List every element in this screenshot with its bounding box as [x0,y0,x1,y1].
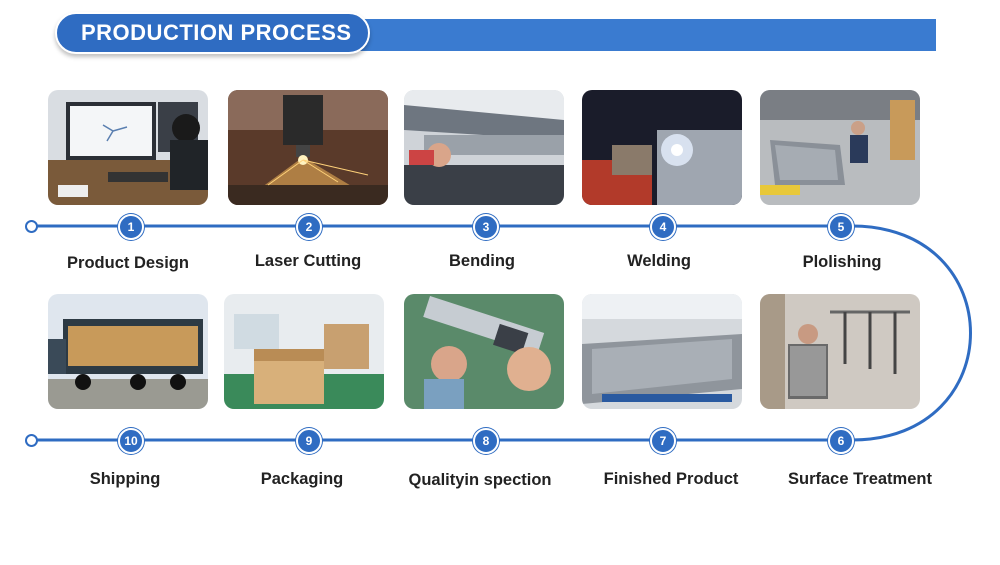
step-number-10: 10 [118,428,144,454]
step-number-5: 5 [828,214,854,240]
photo-shipping [48,294,208,409]
photo-quality-inspection [404,294,564,409]
photo-bending [404,90,564,205]
photo-packaging [224,294,384,409]
photo-surface-treatment [760,294,920,409]
step-label-6: Surface Treatment [788,470,932,488]
step-number-3: 3 [473,214,499,240]
step-number-8: 8 [473,428,499,454]
step-label-4: Welding [627,252,691,270]
step-label-7: Finished Product [603,470,739,488]
timeline-start-dot-bottom [25,434,38,447]
photo-finished-product [582,294,742,409]
step-label-10: Shipping [89,470,161,488]
photo-product-design [48,90,208,205]
step-number-1: 1 [118,214,144,240]
step-number-2: 2 [296,214,322,240]
step-number-7: 7 [650,428,676,454]
timeline-start-dot-top [25,220,38,233]
step-number-9: 9 [296,428,322,454]
photo-welding [582,90,742,205]
header-bar [360,19,936,51]
step-label-3: Bending [449,252,515,270]
step-label-8: Qualityin spection [408,471,552,489]
step-label-5: Plolishing [802,253,882,271]
page-title-text: PRODUCTION PROCESS [81,20,352,45]
page-title: PRODUCTION PROCESS [55,12,370,54]
step-number-4: 4 [650,214,676,240]
photo-laser-cutting [228,90,388,205]
step-number-6: 6 [828,428,854,454]
step-label-2: Laser Cutting [254,252,362,270]
photo-polishing [760,90,920,205]
step-label-9: Packaging [260,470,344,488]
step-label-1: Product Design [67,254,189,272]
